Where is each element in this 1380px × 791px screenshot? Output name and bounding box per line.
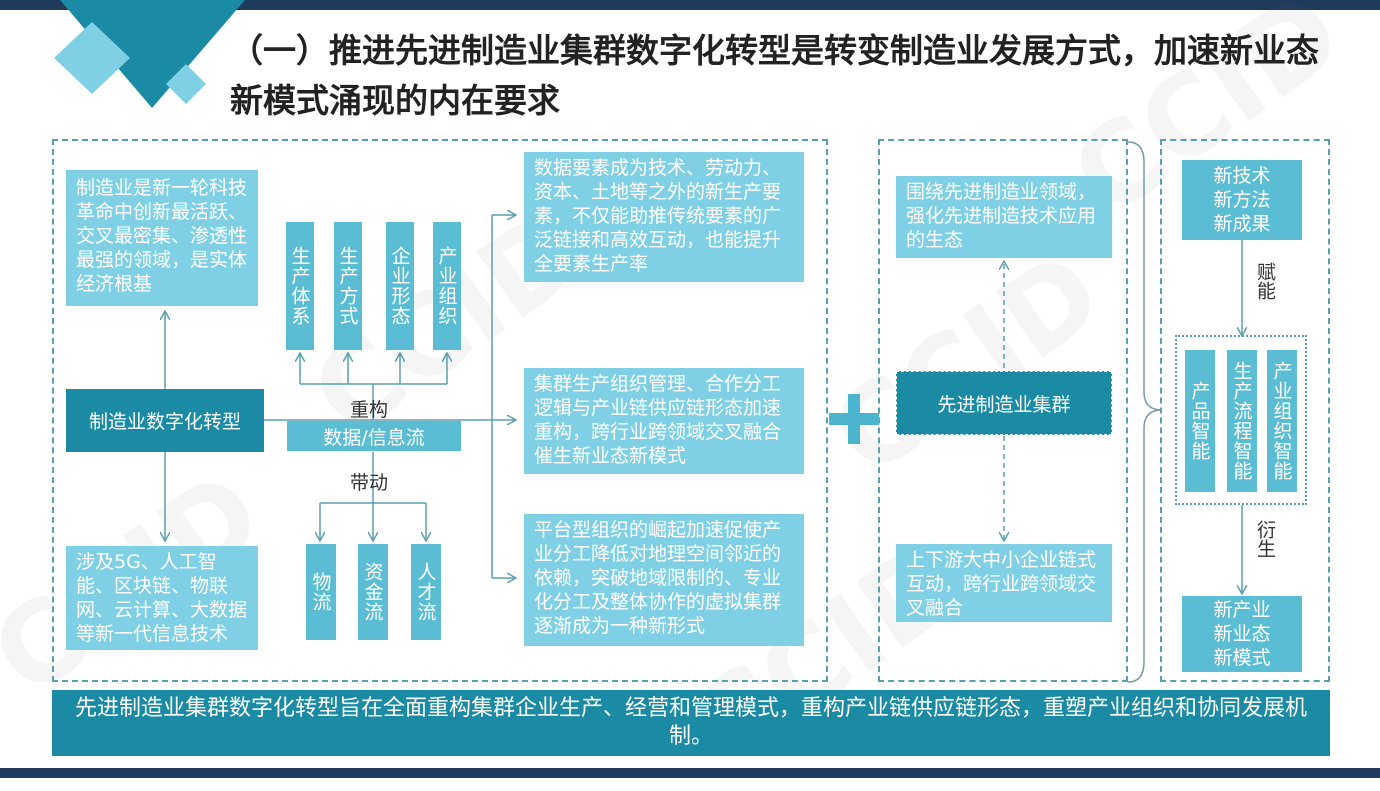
middle-panel bbox=[878, 139, 1128, 682]
manufacturing-description: 制造业是新一轮科技革命中创新最活跃、交叉最密集、渗透性最强的领域，是实体经济根基 bbox=[66, 170, 258, 306]
ecosystem-box: 围绕先进制造业领域，强化先进制造技术应用的生态 bbox=[896, 176, 1112, 258]
footer-summary: 先进制造业集群数字化转型旨在全面重构集群企业生产、经营和管理模式，重构产业链供应… bbox=[52, 690, 1330, 756]
drive-label: 带动 bbox=[350, 472, 389, 494]
product-intelligence-box: 产品智能 bbox=[1185, 350, 1215, 492]
left-panel bbox=[52, 139, 828, 682]
enterprise-form-box: 企业形态 bbox=[386, 222, 414, 350]
advanced-cluster-box: 先进制造业集群 bbox=[896, 371, 1112, 435]
data-element-box: 数据要素成为技术、劳动力、资本、土地等之外的新生产要素，不仅能助推传统要素的广泛… bbox=[524, 152, 804, 282]
derive-label: 衍生 bbox=[1254, 520, 1276, 558]
production-system-box: 生产体系 bbox=[286, 222, 314, 350]
organization-intelligence-box: 产业组织智能 bbox=[1267, 350, 1297, 492]
plus-icon bbox=[829, 394, 879, 444]
cluster-organization-box: 集群生产组织管理、合作分工逻辑与产业链供应链形态加速重构，跨行业跨领域交叉融合催… bbox=[524, 368, 804, 474]
production-mode-box: 生产方式 bbox=[334, 222, 362, 350]
capital-flow-box: 资金流 bbox=[358, 544, 388, 640]
top-bar bbox=[0, 0, 1380, 10]
platform-organization-box: 平台型组织的崛起加速促使产业分工降低对地理空间邻近的依赖，突破地域限制的、专业化… bbox=[524, 514, 804, 646]
new-industry-box: 新产业 新业态 新模式 bbox=[1182, 596, 1302, 672]
industry-organization-box: 产业组织 bbox=[433, 222, 461, 350]
new-technology-box: 新技术 新方法 新成果 bbox=[1182, 160, 1302, 240]
data-flow-box: 数据/信息流 bbox=[287, 421, 461, 451]
chain-interaction-box: 上下游大中小企业链式互动，跨行业跨领域交叉融合 bbox=[896, 544, 1112, 622]
technology-description: 涉及5G、人工智能、区块链、物联网、云计算、大数据等新一代信息技术 bbox=[66, 546, 258, 650]
reconstruct-label: 重构 bbox=[350, 399, 389, 421]
bottom-bar bbox=[0, 768, 1380, 778]
digital-transformation-box: 制造业数字化转型 bbox=[66, 389, 264, 452]
process-intelligence-box: 生产流程智能 bbox=[1227, 350, 1257, 492]
corner-decoration bbox=[54, 0, 245, 108]
page-title: （一）推进先进制造业集群数字化转型是转变制造业发展方式，加速新业态新模式涌现的内… bbox=[230, 31, 1319, 120]
empower-label: 赋能 bbox=[1254, 262, 1276, 300]
talent-flow-box: 人才流 bbox=[411, 544, 441, 640]
logistics-box: 物流 bbox=[306, 544, 336, 640]
